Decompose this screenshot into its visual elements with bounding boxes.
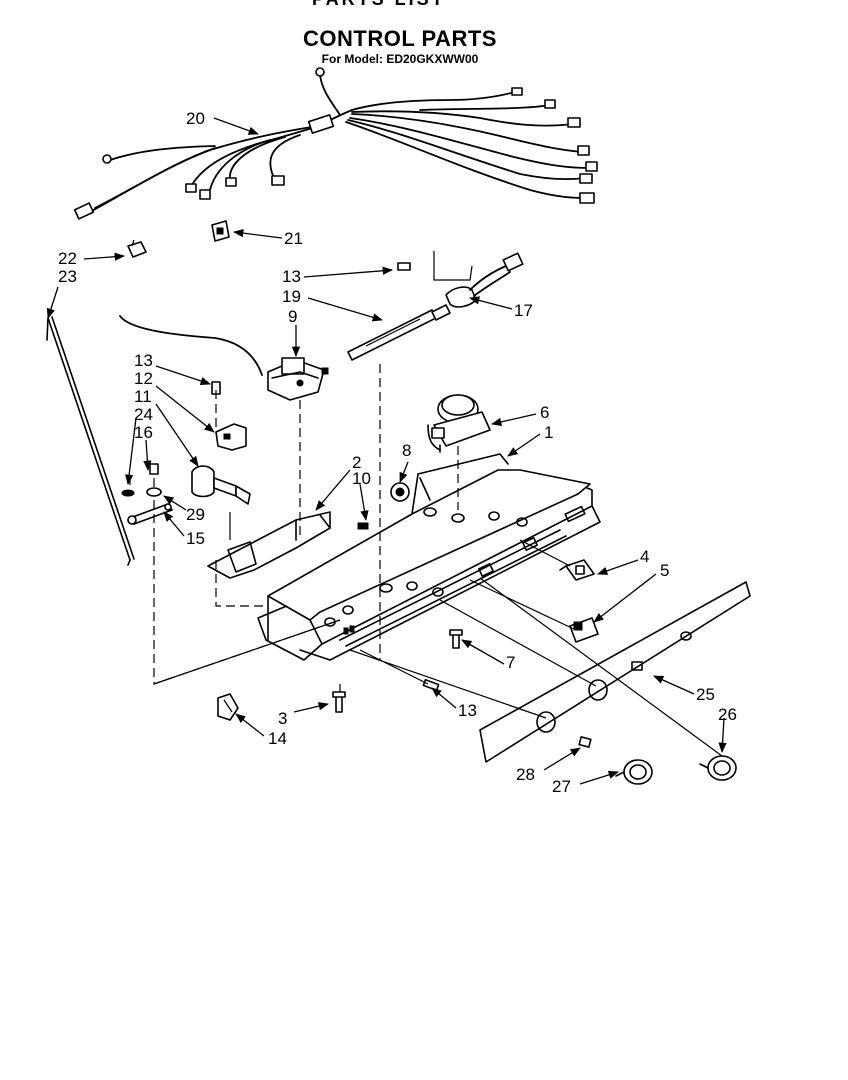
sensor-tube-19	[347, 251, 524, 361]
damper-assembly	[121, 381, 251, 525]
callout-3: 3	[278, 709, 287, 728]
thermostat-6	[427, 394, 491, 453]
callout-24: 24	[134, 405, 153, 424]
switch-5	[569, 617, 599, 643]
lamp-socket-8	[390, 482, 410, 502]
callout-6: 6	[540, 403, 549, 422]
callout-29: 29	[186, 505, 205, 524]
wiring-harness	[73, 67, 598, 220]
callout-15: 15	[186, 529, 205, 548]
control-rod-23	[46, 316, 135, 566]
callout-11: 11	[134, 387, 152, 406]
callout-13-mid: 13	[134, 351, 153, 370]
callout-12: 12	[134, 369, 153, 388]
control-housing-1	[257, 453, 601, 661]
model-subtitle: For Model: ED20GKXWW00	[321, 52, 479, 66]
callout-14: 14	[268, 729, 287, 748]
callout-23: 23	[58, 267, 77, 286]
callout-20: 20	[186, 109, 205, 128]
callout-17: 17	[514, 301, 533, 320]
callout-21: 21	[284, 229, 303, 248]
relay-9	[119, 315, 329, 401]
clip-14	[217, 693, 239, 721]
callout-19: 19	[282, 287, 301, 306]
knob-26	[699, 755, 737, 781]
callout-13-upper: 13	[282, 267, 301, 286]
screw-7	[449, 629, 463, 649]
screw-3	[332, 691, 346, 713]
callout-1: 1	[544, 423, 553, 442]
callout-arrows	[46, 117, 727, 785]
callout-8: 8	[402, 441, 411, 460]
clip-21	[211, 220, 230, 242]
callout-27: 27	[552, 777, 571, 796]
screw-13-lower	[422, 678, 440, 692]
spring-clip-28	[578, 736, 592, 748]
callout-10: 10	[352, 469, 371, 488]
callout-labels: 20 21 22 23 13 19 17 9 13 12 11 24 16 29…	[58, 109, 737, 796]
control-panel-25	[479, 581, 751, 763]
callout-5: 5	[660, 561, 669, 580]
callout-7: 7	[506, 653, 515, 672]
callout-13-lower: 13	[458, 701, 477, 720]
callout-4: 4	[640, 547, 649, 566]
callout-26: 26	[718, 705, 737, 724]
assembly-guide-lines	[129, 364, 723, 757]
callout-9: 9	[288, 307, 297, 326]
clip-22	[127, 239, 147, 258]
switch-4	[559, 559, 595, 581]
callout-22: 22	[58, 249, 77, 268]
cut-off-header-text: PARTS LIST	[312, 0, 446, 10]
callout-2: 2	[352, 453, 361, 472]
callout-25: 25	[696, 685, 715, 704]
callout-28: 28	[516, 765, 535, 784]
callout-16: 16	[134, 423, 153, 442]
knob-27	[615, 759, 653, 785]
page-title: CONTROL PARTS	[303, 26, 497, 51]
